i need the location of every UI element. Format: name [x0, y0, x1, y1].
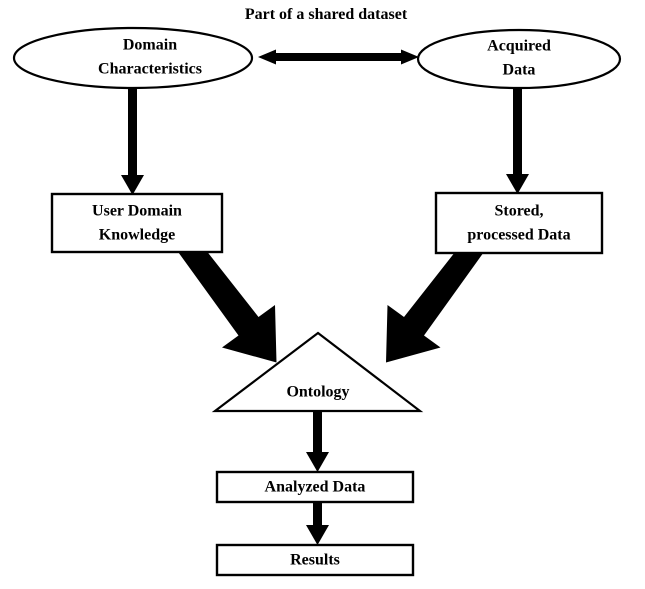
domain-characteristics-label-line1: Domain [123, 37, 177, 54]
domain-characteristics-ellipse [12, 26, 254, 90]
ontology-triangle [211, 331, 424, 413]
edge-stored-processed-data-to-ontology [386, 233, 488, 363]
domain-characteristics-label-line2: Characteristics [98, 61, 202, 78]
edge-analyzed-data-to-results [306, 500, 329, 545]
user-domain-knowledge-box [50, 192, 224, 254]
acquired-data-label-line2: Data [503, 62, 536, 79]
user-domain-knowledge-label-line1: User Domain [92, 203, 182, 220]
edge-ontology-to-analyzed-data [306, 403, 329, 472]
results-label: Results [290, 552, 340, 569]
stored-processed-data-label-line2: processed Data [467, 227, 570, 244]
stored-processed-data-label-line1: Stored, [494, 203, 543, 220]
edge-domain-characteristics-to-acquired-data [258, 49, 419, 65]
node-analyzed-data[interactable]: Analyzed Data [215, 470, 415, 504]
edge-domain-characteristics-to-user-domain-knowledge [121, 84, 144, 195]
analyzed-data-box [215, 470, 415, 504]
node-stored-processed-data[interactable]: Stored, processed Data [434, 191, 604, 255]
analyzed-data-label: Analyzed Data [265, 479, 366, 496]
stored-processed-data-box [434, 191, 604, 255]
node-results[interactable]: Results [215, 543, 415, 577]
node-domain-characteristics[interactable]: Domain Characteristics [12, 26, 254, 90]
acquired-data-label-line1: Acquired [487, 38, 551, 55]
diagram-title: Part of a shared dataset [245, 6, 408, 23]
node-ontology[interactable]: Ontology [211, 331, 424, 413]
node-acquired-data[interactable]: Acquired Data [416, 28, 622, 90]
acquired-data-ellipse [416, 28, 622, 90]
edge-user-domain-knowledge-to-ontology [174, 233, 277, 363]
user-domain-knowledge-label-line2: Knowledge [99, 227, 175, 244]
results-box [215, 543, 415, 577]
node-user-domain-knowledge[interactable]: User Domain Knowledge [50, 192, 224, 254]
ontology-label: Ontology [286, 384, 349, 401]
edge-acquired-data-to-stored-processed-data [506, 86, 529, 194]
